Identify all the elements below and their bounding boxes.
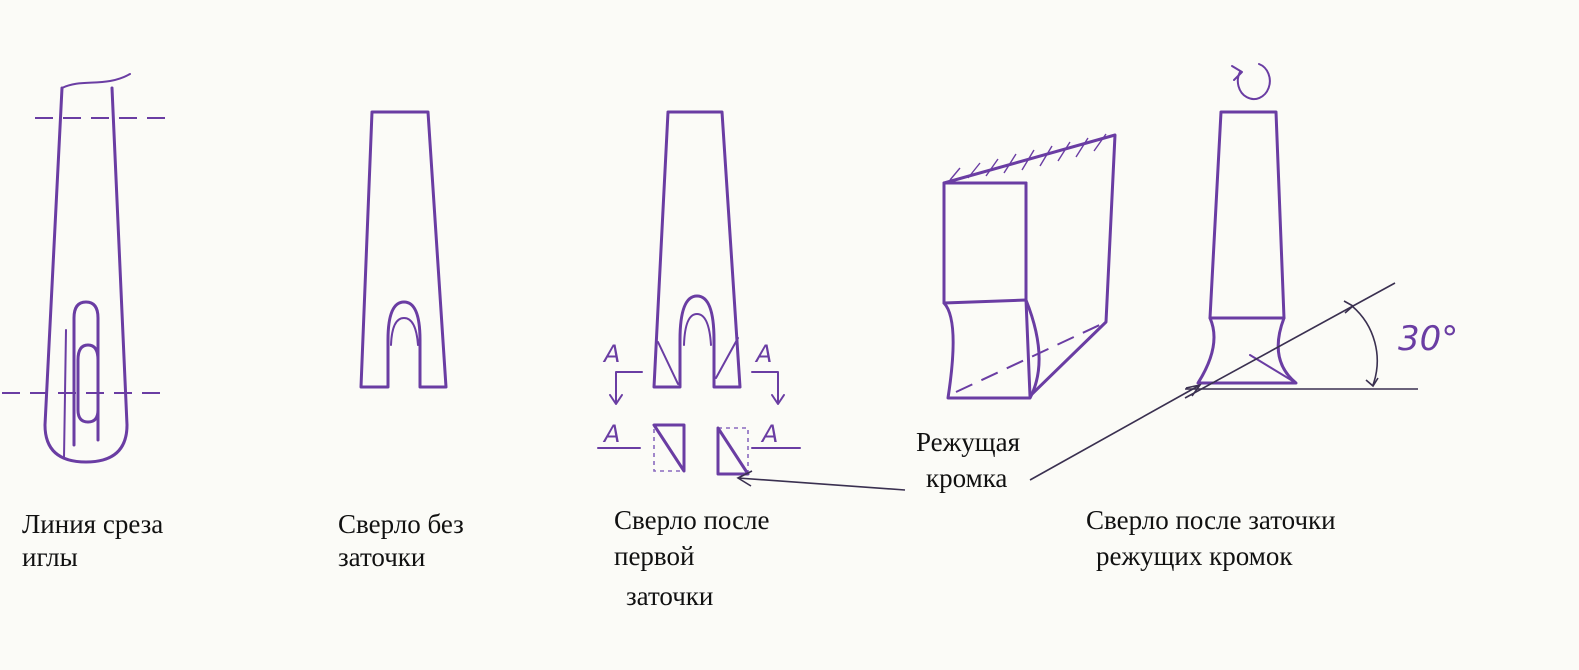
caption-edges-sharpened-line2: режущих кромок bbox=[1096, 541, 1293, 571]
cutting-edge-leaders bbox=[736, 383, 1202, 491]
unsharpened-drill-outline bbox=[359, 110, 448, 389]
first-sharpening-right-bevel bbox=[715, 337, 739, 379]
section-arrow-right bbox=[771, 394, 785, 405]
needle-outline bbox=[43, 86, 129, 464]
cutting-block-outline bbox=[942, 133, 1117, 398]
first-sharpening-slot-inner bbox=[683, 313, 712, 346]
angle-arc bbox=[1351, 305, 1378, 386]
angle-arrow-top bbox=[1343, 300, 1355, 314]
section-label-top-left: А bbox=[602, 340, 620, 368]
rotation-arc bbox=[1236, 63, 1271, 101]
unsharpened-drill-slot-inner bbox=[390, 317, 419, 346]
caption-edges-sharpened-line1: Сверло после заточки bbox=[1086, 505, 1336, 535]
needle-eye-inner bbox=[76, 343, 100, 424]
caption-cutting-edge-line2: кромка bbox=[926, 463, 1008, 493]
angle-label: 30° bbox=[1398, 319, 1458, 359]
section-a-right-triangle bbox=[716, 426, 750, 476]
leader-to-sharpened-drill bbox=[1029, 384, 1201, 481]
edge-sharpened-drill-figure: 30° bbox=[1184, 63, 1458, 399]
section-label-bottom-left: А bbox=[602, 420, 620, 448]
caption-first-sharpening-line1: Сверло после bbox=[614, 505, 770, 535]
first-sharpening-drill-outline bbox=[652, 110, 742, 389]
cutting-block-hatching bbox=[949, 133, 1107, 181]
cutting-block-hidden-edge bbox=[955, 321, 1107, 393]
rotation-arrowhead bbox=[1231, 65, 1243, 81]
rotation-arrow-icon bbox=[1231, 63, 1271, 101]
needle-figure bbox=[2, 73, 172, 464]
caption-drill-unsharpened: Сверло без заточки bbox=[338, 509, 464, 572]
edge-sharpened-drill-facet bbox=[1249, 354, 1297, 384]
caption-first-sharpening-line3: заточки bbox=[626, 581, 714, 611]
cutting-block-curved-base bbox=[942, 298, 1041, 400]
unsharpened-drill-figure bbox=[359, 110, 448, 389]
section-label-top-right: А bbox=[754, 340, 772, 368]
needle-tip-curve bbox=[61, 73, 131, 89]
first-sharpening-left-bevel bbox=[657, 341, 679, 385]
caption-needle-cut-line: Линия среза иглы bbox=[22, 509, 164, 572]
needle-eye-outer bbox=[72, 300, 100, 447]
edge-sharpened-drill-body bbox=[1208, 110, 1286, 320]
angle-arrow-bottom bbox=[1365, 377, 1379, 388]
angle-inclined-line bbox=[1184, 282, 1396, 399]
cutting-edge-figure bbox=[942, 133, 1117, 400]
section-marker-left bbox=[615, 371, 643, 403]
first-sharpening-drill-figure: А А А А bbox=[597, 110, 801, 476]
leader-arrowhead-right bbox=[1185, 383, 1202, 397]
needle-groove bbox=[63, 329, 67, 459]
section-arrow-left bbox=[609, 394, 623, 405]
caption-first-sharpening-line2: первой bbox=[614, 541, 695, 571]
section-a-left-triangle bbox=[652, 423, 686, 473]
leader-to-section bbox=[737, 477, 906, 491]
edge-sharpened-drill-tip bbox=[1196, 316, 1298, 385]
section-marker-right bbox=[751, 371, 779, 403]
section-a-left-box bbox=[653, 424, 685, 472]
leader-arrowhead-left bbox=[736, 470, 753, 487]
section-label-bottom-right: А bbox=[760, 420, 778, 448]
caption-cutting-edge-line1: Режущая bbox=[916, 427, 1020, 457]
